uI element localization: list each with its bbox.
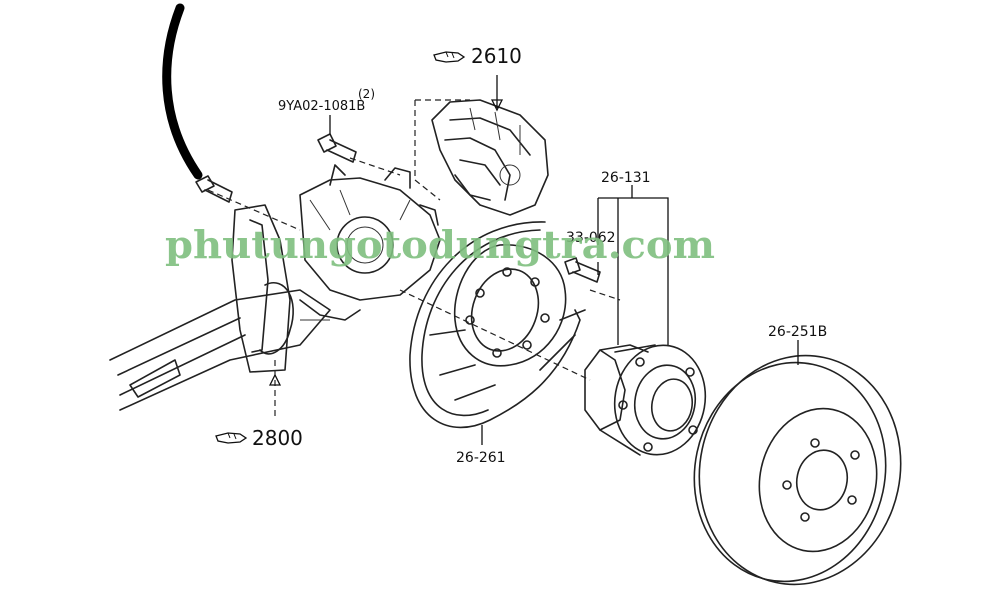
callout-26-261: 26-261 [456, 450, 506, 466]
callout-bolt-qty: (2) [358, 87, 375, 101]
callout-9YA02: 9YA02-1081B [278, 99, 365, 114]
brake-caliper [431, 99, 549, 216]
bracket-26-131 [597, 185, 669, 345]
arrow-2800 [268, 373, 282, 386]
watermark-text: phutungotodungtra.com [165, 222, 715, 267]
callout-33-062: 33-062 [566, 230, 616, 246]
brake-hose [162, 3, 203, 180]
hub-bolt [564, 257, 601, 283]
arrow-2610 [490, 99, 504, 112]
callout-2800: 2800 [252, 426, 303, 450]
bolt-lower [195, 175, 233, 203]
callout-26-131: 26-131 [601, 170, 651, 186]
callout-26-251B: 26-251B [768, 324, 827, 340]
hand-pointer-icon [215, 432, 248, 444]
callout-2610: 2610 [471, 44, 522, 68]
bolt-9YA02 [317, 133, 357, 163]
knuckle-assembly [109, 164, 441, 411]
wheel-hub [584, 344, 707, 456]
hand-pointer-icon [433, 51, 466, 63]
dust-shield [409, 221, 586, 429]
brake-disc [693, 354, 902, 586]
